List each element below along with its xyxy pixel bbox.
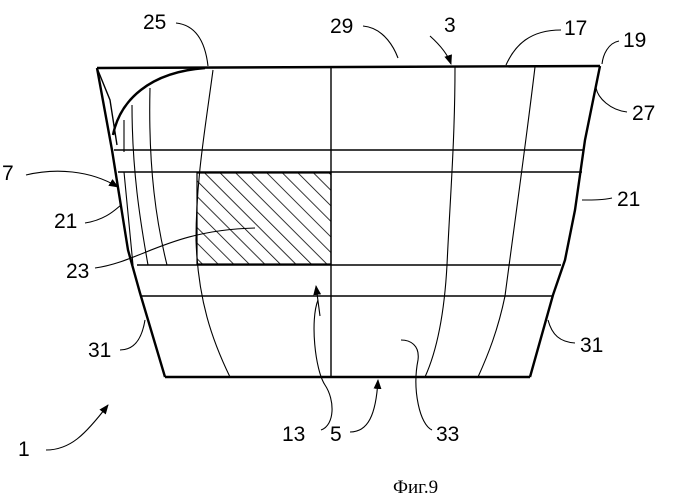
top-edge (97, 66, 600, 68)
label-17: 17 (564, 17, 587, 40)
label-7: 7 (2, 162, 14, 185)
label-1: 1 (18, 438, 30, 461)
left-side-edge (97, 68, 165, 377)
arrow-13 (316, 286, 320, 316)
label-5: 5 (330, 423, 342, 446)
label-21-left: 21 (54, 210, 77, 233)
label-21-right: 21 (617, 188, 640, 211)
label-31-left: 31 (88, 339, 111, 362)
upper-band (114, 150, 584, 172)
figure-caption: Фиг.9 (393, 477, 438, 498)
label-33: 33 (436, 423, 459, 446)
lower-band (137, 265, 561, 296)
label-3: 3 (444, 14, 456, 37)
arrow-3 (430, 36, 451, 64)
label-23: 23 (66, 260, 89, 283)
label-25: 25 (143, 11, 166, 34)
arrow-1 (46, 405, 108, 450)
label-29: 29 (330, 15, 353, 38)
label-13: 13 (282, 423, 305, 446)
hatched-region-23 (197, 173, 331, 264)
label-27: 27 (632, 102, 655, 125)
arrow-5 (350, 380, 378, 432)
article-outline (97, 66, 600, 377)
curved-corner-25 (113, 68, 205, 135)
leader-lines (85, 23, 627, 430)
label-31-right: 31 (580, 334, 603, 357)
label-19: 19 (623, 29, 646, 52)
right-side-edge (530, 66, 600, 377)
arrow-7 (26, 171, 118, 187)
